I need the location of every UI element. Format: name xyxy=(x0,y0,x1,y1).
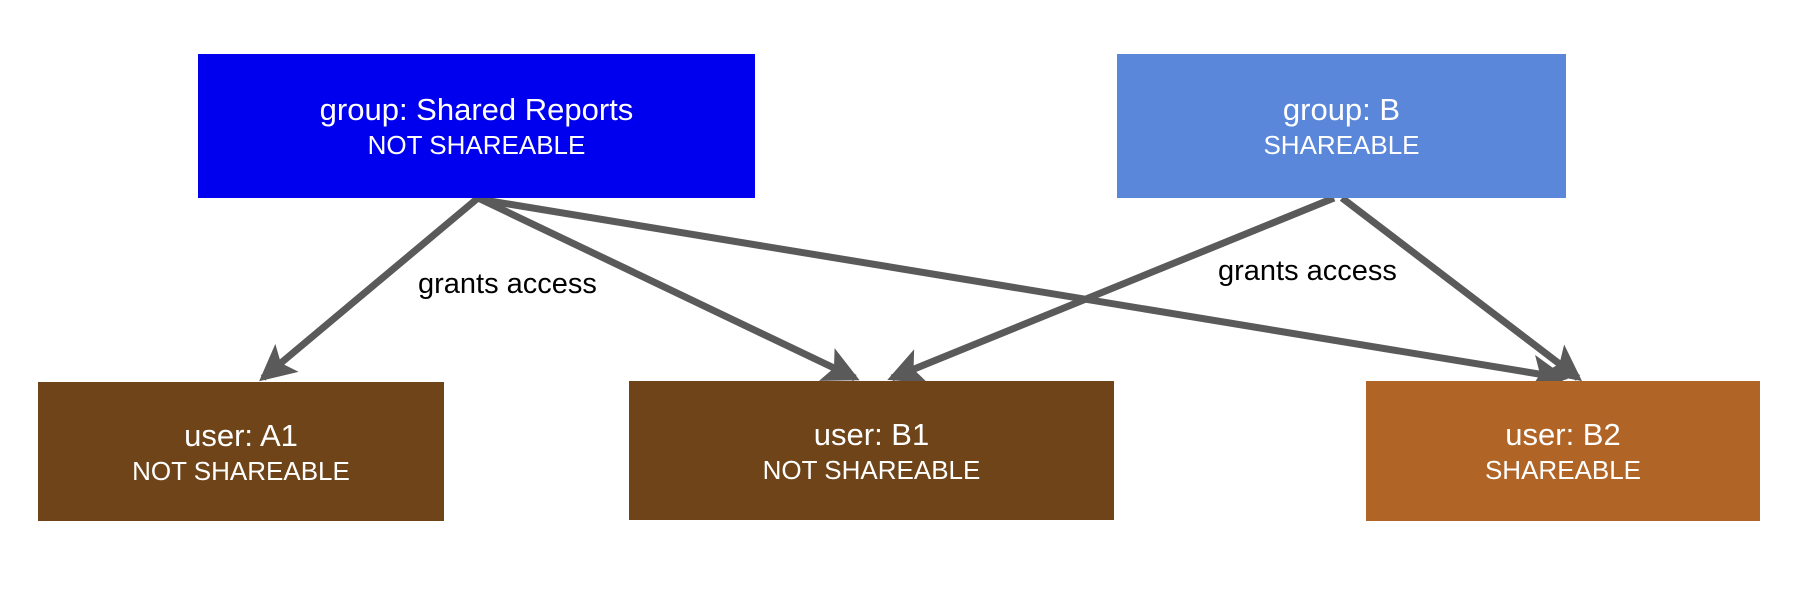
edge-group-shared-reports-to-user-b1 xyxy=(476,194,860,382)
node-title: group: B xyxy=(1282,92,1401,127)
edge-label-grants-access-right: grants access xyxy=(1218,255,1397,287)
node-user-b1[interactable]: user: B1 NOT SHAREABLE xyxy=(629,381,1114,520)
node-user-b2[interactable]: user: B2 SHAREABLE xyxy=(1366,381,1760,521)
edge-group-shared-reports-to-user-a1 xyxy=(259,195,481,382)
node-sharing-status: NOT SHAREABLE xyxy=(762,454,981,485)
node-sharing-status: NOT SHAREABLE xyxy=(132,455,350,486)
node-title: user: A1 xyxy=(184,417,298,453)
node-sharing-status: SHAREABLE xyxy=(1263,130,1420,160)
edge-group-b-to-user-b2 xyxy=(1339,195,1583,382)
node-group-shared-reports[interactable]: group: Shared Reports NOT SHAREABLE xyxy=(198,54,755,198)
node-title: user: B2 xyxy=(1505,417,1621,452)
node-sharing-status: SHAREABLE xyxy=(1484,455,1642,485)
node-user-a1[interactable]: user: A1 NOT SHAREABLE xyxy=(38,382,444,521)
node-title: group: Shared Reports xyxy=(319,92,634,127)
edge-group-shared-reports-to-user-b2 xyxy=(483,196,1569,391)
edges-group xyxy=(259,194,1583,391)
edge-label-grants-access-left: grants access xyxy=(418,268,597,300)
node-group-b[interactable]: group: B SHAREABLE xyxy=(1117,54,1566,198)
node-sharing-status: NOT SHAREABLE xyxy=(367,130,586,160)
edge-group-b-to-user-b1 xyxy=(887,194,1336,384)
node-title: user: B1 xyxy=(813,416,930,452)
